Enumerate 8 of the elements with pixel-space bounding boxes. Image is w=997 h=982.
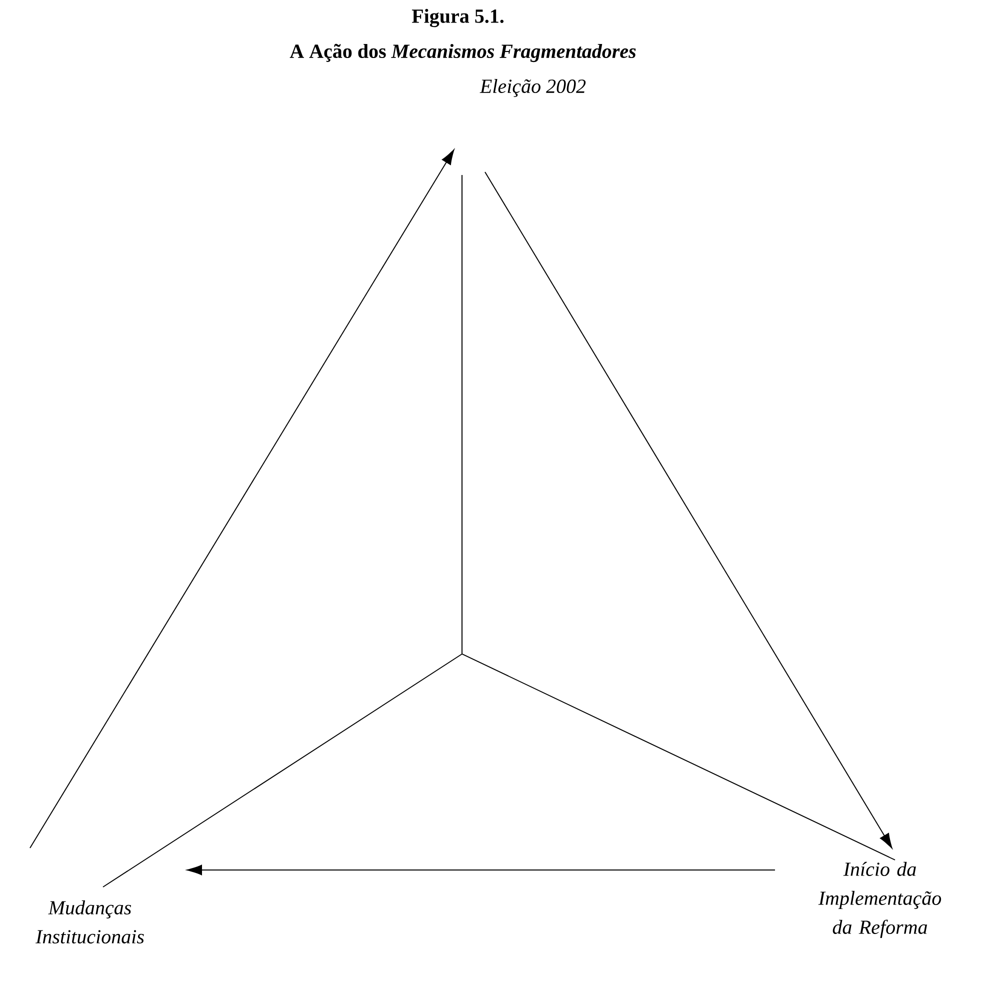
figure-caption: A Ação dos Mecanismos Fragmentadores [290, 44, 636, 62]
arrow [186, 864, 776, 876]
node-label: Início da Implementação da Reforma [818, 862, 942, 938]
figure-title: Figura 5.1. [412, 8, 504, 28]
node-label: Eleição 2002 [480, 78, 586, 97]
arrow [30, 150, 454, 848]
arrow [484, 172, 892, 848]
node-label: Mudanças Institucionais [35, 900, 144, 944]
